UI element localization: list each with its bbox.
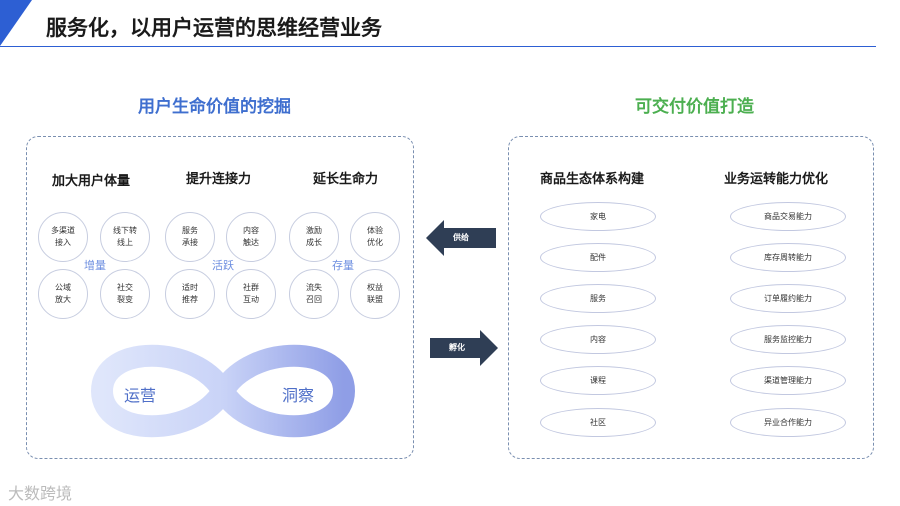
- circle-item: 适时 推荐: [165, 269, 215, 319]
- circle-item: 流失 召回: [289, 269, 339, 319]
- ecosystem-item: 课程: [540, 366, 656, 395]
- incubate-arrow-label: 孵化: [449, 343, 465, 352]
- ecosystem-item: 内容: [540, 325, 656, 354]
- capability-item: 商品交易能力: [730, 202, 846, 231]
- circle-item: 内容 触达: [226, 212, 276, 262]
- capability-item: 订单履约能力: [730, 284, 846, 313]
- center-label-stock: 存量: [332, 259, 354, 272]
- left-col2-heading: 提升连接力: [186, 172, 252, 187]
- circle-item: 社群 互动: [226, 269, 276, 319]
- circle-item: 多渠道 接入: [38, 212, 88, 262]
- infinity-loop-graphic: [91, 344, 355, 438]
- circle-item: 公域 放大: [38, 269, 88, 319]
- ecosystem-item: 配件: [540, 243, 656, 272]
- circle-item: 社交 裂变: [100, 269, 150, 319]
- right-panel: [508, 136, 874, 459]
- circle-item: 激励 成长: [289, 212, 339, 262]
- title-rule: [0, 46, 876, 47]
- circle-item: 体验 优化: [350, 212, 400, 262]
- circle-item: 权益 联盟: [350, 269, 400, 319]
- left-col1-heading: 加大用户体量: [52, 174, 131, 189]
- supply-arrow-label: 供给: [453, 233, 469, 242]
- loop-label-insight: 洞察: [282, 386, 315, 405]
- capability-item: 库存周转能力: [730, 243, 846, 272]
- ecosystem-item: 服务: [540, 284, 656, 313]
- page-title: 服务化，以用户运营的思维经营业务: [46, 16, 382, 40]
- right-section-title: 可交付价值打造: [635, 97, 754, 117]
- ecosystem-item: 社区: [540, 408, 656, 437]
- watermark: 大数跨境: [8, 484, 73, 503]
- left-panel: [26, 136, 414, 459]
- title-bar: 服务化，以用户运营的思维经营业务: [0, 0, 900, 50]
- incubate-arrow-icon: [430, 330, 498, 366]
- right-col2-heading: 业务运转能力优化: [724, 172, 829, 187]
- capability-item: 服务监控能力: [730, 325, 846, 354]
- supply-arrow-icon: [426, 220, 496, 256]
- center-label-increment: 增量: [84, 259, 106, 272]
- right-col1-heading: 商品生态体系构建: [540, 172, 645, 187]
- title-accent: [0, 0, 32, 46]
- capability-item: 渠道管理能力: [730, 366, 846, 395]
- capability-item: 异业合作能力: [730, 408, 846, 437]
- left-col3-heading: 延长生命力: [313, 172, 379, 187]
- center-label-active: 活跃: [212, 259, 234, 272]
- circle-item: 服务 承接: [165, 212, 215, 262]
- circle-item: 线下转 线上: [100, 212, 150, 262]
- loop-label-operation: 运营: [124, 386, 157, 405]
- left-section-title: 用户生命价值的挖掘: [138, 97, 291, 117]
- ecosystem-item: 家电: [540, 202, 656, 231]
